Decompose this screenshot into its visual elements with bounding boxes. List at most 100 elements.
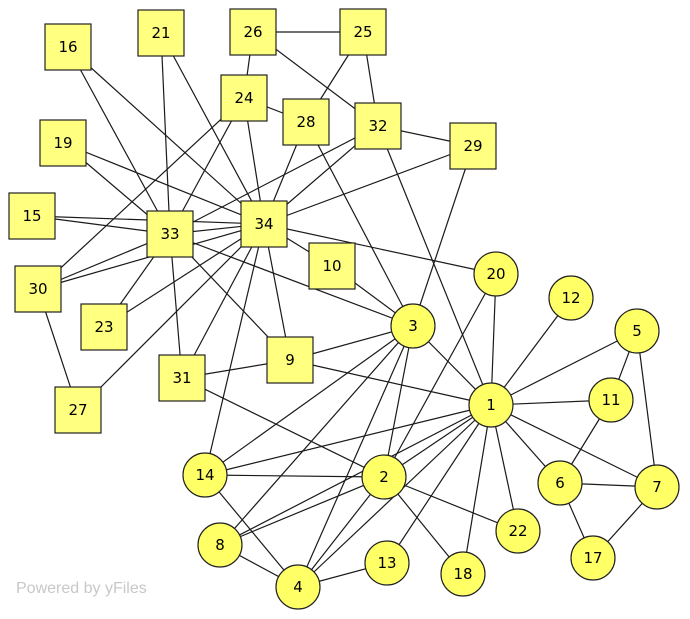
edge-23-34 bbox=[103, 223, 265, 328]
node-23[interactable]: 23 bbox=[80, 303, 128, 351]
edge-4-14 bbox=[204, 474, 299, 588]
node-label: 12 bbox=[561, 289, 580, 307]
node-label: 1 bbox=[486, 396, 496, 414]
edge-1-5 bbox=[490, 330, 638, 406]
node-label: 24 bbox=[234, 89, 253, 107]
node-31[interactable]: 31 bbox=[158, 354, 206, 402]
node-22[interactable]: 22 bbox=[495, 508, 541, 554]
node-label: 16 bbox=[58, 38, 77, 56]
edge-3-33 bbox=[169, 233, 414, 327]
node-6[interactable]: 6 bbox=[537, 460, 583, 506]
node-18[interactable]: 18 bbox=[440, 551, 486, 597]
node-label: 26 bbox=[243, 23, 262, 41]
edge-1-13 bbox=[386, 404, 492, 564]
node-square-shape bbox=[14, 265, 62, 313]
node-label: 27 bbox=[68, 401, 87, 419]
node-32[interactable]: 32 bbox=[354, 102, 402, 150]
edge-1-14 bbox=[204, 404, 492, 476]
node-3[interactable]: 3 bbox=[390, 303, 436, 349]
edge-2-8 bbox=[219, 476, 385, 546]
node-square-shape bbox=[44, 23, 92, 71]
node-27[interactable]: 27 bbox=[54, 386, 102, 434]
node-2[interactable]: 2 bbox=[361, 454, 407, 500]
node-label: 14 bbox=[195, 466, 214, 484]
node-26[interactable]: 26 bbox=[229, 8, 277, 56]
node-circle-shape bbox=[537, 460, 583, 506]
node-label: 31 bbox=[172, 369, 191, 387]
node-label: 32 bbox=[368, 117, 387, 135]
node-label: 15 bbox=[22, 207, 41, 225]
node-label: 25 bbox=[353, 23, 372, 41]
edge-1-18 bbox=[462, 404, 492, 575]
node-label: 34 bbox=[254, 215, 273, 233]
node-square-shape bbox=[54, 386, 102, 434]
node-square-shape bbox=[449, 122, 497, 170]
node-square-shape bbox=[229, 8, 277, 56]
node-29[interactable]: 29 bbox=[449, 122, 497, 170]
node-circle-shape bbox=[634, 464, 680, 510]
edge-1-8 bbox=[219, 404, 492, 546]
edge-3-29 bbox=[412, 145, 474, 327]
node-square-shape bbox=[282, 98, 330, 146]
node-circle-shape bbox=[361, 454, 407, 500]
node-9[interactable]: 9 bbox=[266, 336, 314, 384]
edge-32-33 bbox=[169, 125, 379, 235]
node-16[interactable]: 16 bbox=[44, 23, 92, 71]
node-square-shape bbox=[39, 119, 87, 167]
node-label: 19 bbox=[53, 134, 72, 152]
node-square-shape bbox=[240, 200, 288, 248]
node-7[interactable]: 7 bbox=[634, 464, 680, 510]
node-4[interactable]: 4 bbox=[275, 564, 321, 610]
node-label: 18 bbox=[453, 565, 472, 583]
node-label: 6 bbox=[555, 474, 565, 492]
node-1[interactable]: 1 bbox=[468, 382, 514, 428]
node-circle-shape bbox=[197, 522, 243, 568]
node-10[interactable]: 10 bbox=[308, 242, 356, 290]
node-33[interactable]: 33 bbox=[146, 210, 194, 258]
edge-21-34 bbox=[160, 32, 265, 225]
node-30[interactable]: 30 bbox=[14, 265, 62, 313]
node-34[interactable]: 34 bbox=[240, 200, 288, 248]
node-12[interactable]: 12 bbox=[548, 275, 594, 321]
node-label: 5 bbox=[632, 322, 642, 340]
node-square-shape bbox=[158, 354, 206, 402]
node-square-shape bbox=[137, 9, 185, 57]
node-square-shape bbox=[8, 192, 56, 240]
node-14[interactable]: 14 bbox=[182, 452, 228, 498]
node-label: 30 bbox=[28, 280, 47, 298]
node-label: 4 bbox=[293, 578, 303, 596]
edge-2-31 bbox=[181, 377, 385, 478]
node-label: 22 bbox=[508, 522, 527, 540]
node-8[interactable]: 8 bbox=[197, 522, 243, 568]
edge-1-7 bbox=[490, 404, 658, 488]
edge-2-14 bbox=[204, 474, 385, 478]
node-20[interactable]: 20 bbox=[473, 251, 519, 297]
node-25[interactable]: 25 bbox=[339, 8, 387, 56]
node-13[interactable]: 13 bbox=[364, 540, 410, 586]
node-24[interactable]: 24 bbox=[220, 74, 268, 122]
edge-19-34 bbox=[62, 142, 265, 225]
node-square-shape bbox=[80, 303, 128, 351]
node-label: 7 bbox=[652, 478, 662, 496]
edge-5-7 bbox=[636, 330, 658, 488]
edge-27-34 bbox=[77, 223, 265, 411]
node-circle-shape bbox=[468, 382, 514, 428]
node-label: 33 bbox=[160, 225, 179, 243]
node-15[interactable]: 15 bbox=[8, 192, 56, 240]
node-square-shape bbox=[339, 8, 387, 56]
node-11[interactable]: 11 bbox=[588, 377, 634, 423]
edge-31-34 bbox=[181, 223, 265, 379]
node-circle-shape bbox=[440, 551, 486, 597]
node-17[interactable]: 17 bbox=[570, 535, 616, 581]
node-circle-shape bbox=[275, 564, 321, 610]
edge-3-8 bbox=[219, 325, 414, 546]
node-19[interactable]: 19 bbox=[39, 119, 87, 167]
node-label: 17 bbox=[583, 549, 602, 567]
node-28[interactable]: 28 bbox=[282, 98, 330, 146]
node-label: 20 bbox=[486, 265, 505, 283]
node-square-shape bbox=[146, 210, 194, 258]
node-5[interactable]: 5 bbox=[614, 308, 660, 354]
node-21[interactable]: 21 bbox=[137, 9, 185, 57]
